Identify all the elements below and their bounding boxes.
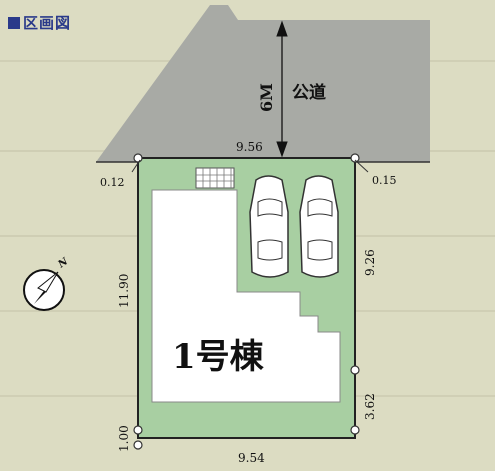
title-text: 区画図 bbox=[23, 14, 72, 32]
road-width-label: 6M bbox=[257, 83, 276, 112]
dim-left-small: 1.00 bbox=[117, 425, 131, 452]
road-width-arrow bbox=[276, 20, 288, 158]
bicycle-parking-icon bbox=[195, 167, 235, 189]
dim-bottom: 9.54 bbox=[238, 451, 265, 465]
dim-top: 9.56 bbox=[236, 140, 263, 154]
diagram-title: 区画図 bbox=[8, 12, 71, 33]
offset-right: 0.15 bbox=[372, 174, 397, 187]
road-label: 公道 bbox=[292, 82, 326, 103]
title-square-icon bbox=[8, 17, 20, 29]
north-arrow-icon: N bbox=[23, 256, 71, 311]
building-label: 1号棟 bbox=[172, 337, 265, 377]
offset-left: 0.12 bbox=[100, 176, 125, 189]
dim-right-upper: 9.26 bbox=[363, 249, 377, 276]
car-icon bbox=[299, 175, 339, 278]
dim-right-lower: 3.62 bbox=[363, 393, 377, 420]
car-icon bbox=[249, 175, 289, 278]
svg-text:N: N bbox=[56, 256, 71, 271]
road-area bbox=[96, 5, 430, 162]
building-footprint bbox=[151, 189, 341, 403]
boundary-markers bbox=[133, 153, 360, 450]
dim-left: 11.90 bbox=[117, 274, 131, 308]
